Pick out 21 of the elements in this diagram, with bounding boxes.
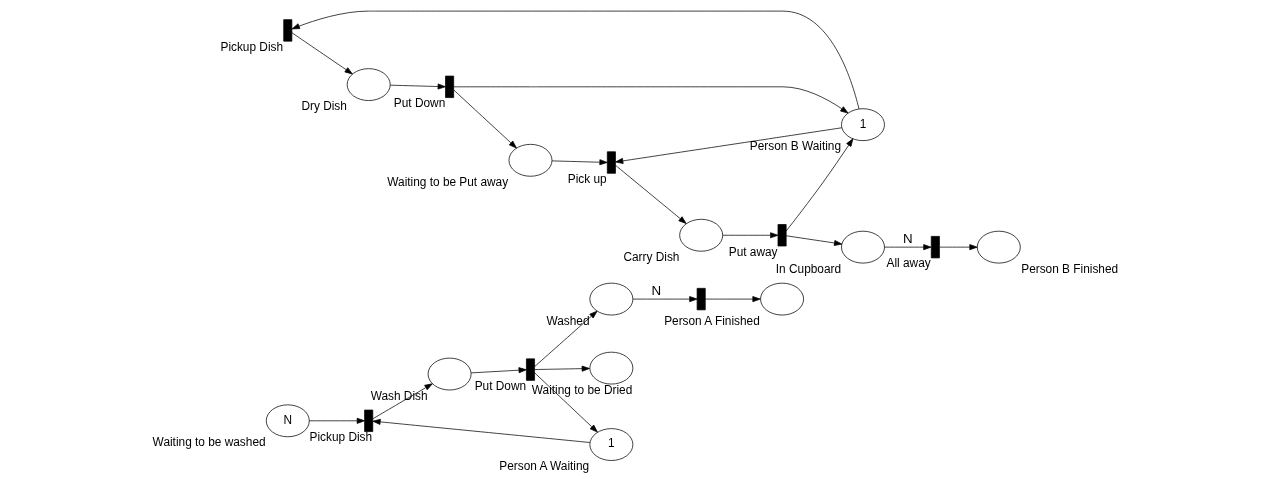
node-label: Pick up xyxy=(567,171,607,186)
node-label: Waiting to be Dried xyxy=(531,382,633,397)
node-label: Pickup Dish xyxy=(309,430,373,445)
node-label: Person A Finished xyxy=(664,313,760,328)
node-label: Put Down xyxy=(474,378,527,393)
node-label: Waiting to be washed xyxy=(152,435,266,450)
node-label: Person A Waiting xyxy=(499,459,590,474)
edge-label: N xyxy=(651,282,662,298)
node-label: Put Down xyxy=(393,96,446,111)
node-label: Washed xyxy=(546,313,590,328)
node-label: Waiting to be Put away xyxy=(387,174,509,189)
edge-label: N xyxy=(903,230,913,246)
node-label: Carry Dish xyxy=(623,249,680,264)
node-label: In Cupboard xyxy=(775,261,842,276)
node-label: Person B Finished xyxy=(1021,261,1119,276)
node-label: Wash Dish xyxy=(370,388,428,403)
node-label: Put away xyxy=(728,244,778,259)
node-label: Dry Dish xyxy=(301,99,347,114)
node-label: All away xyxy=(886,256,931,271)
node-label: Pickup Dish xyxy=(220,39,284,54)
node-label: Person B Waiting xyxy=(749,139,842,154)
